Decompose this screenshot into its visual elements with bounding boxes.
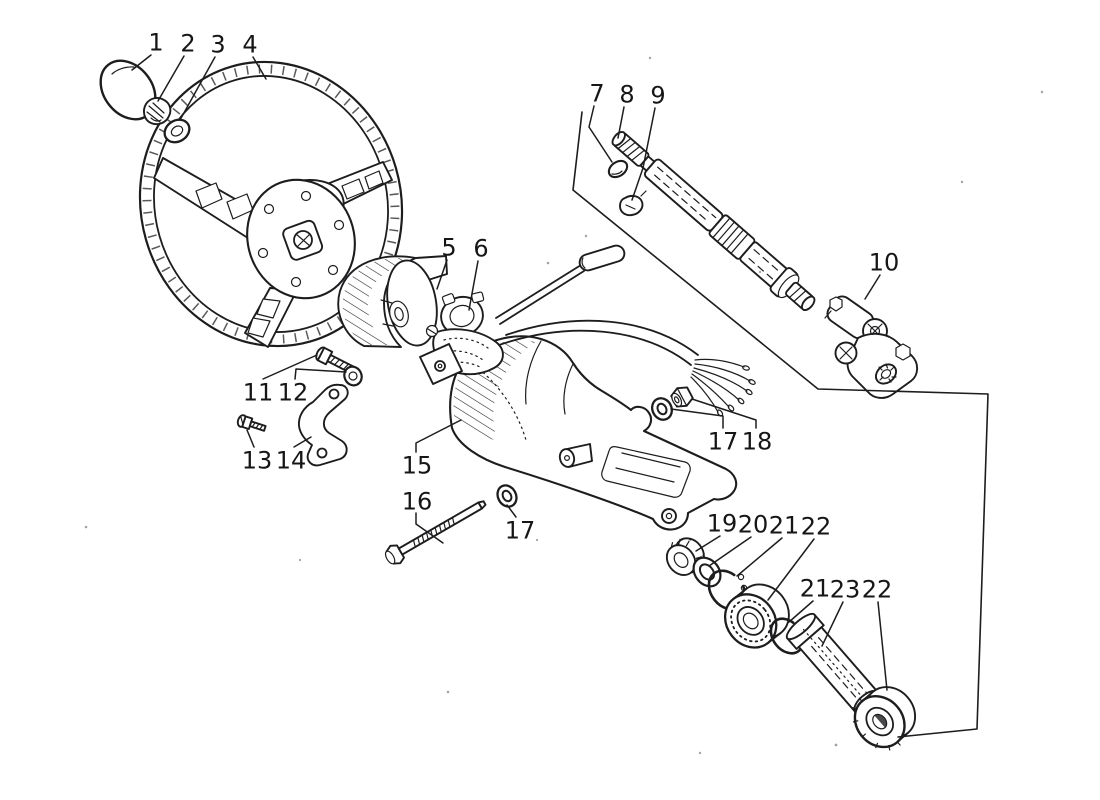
part-20-washer bbox=[692, 556, 722, 588]
part-12-washer bbox=[343, 365, 363, 387]
leader-line-2 bbox=[157, 55, 185, 102]
callout-6: 6 bbox=[473, 235, 488, 263]
callout-8: 8 bbox=[619, 81, 634, 109]
leader-line-11 bbox=[262, 354, 318, 380]
callout-15: 15 bbox=[402, 452, 433, 480]
leader-line-4 bbox=[252, 56, 267, 80]
leader-line-19 bbox=[695, 535, 721, 552]
callout-16: 16 bbox=[402, 488, 433, 516]
part-10-universal-joint bbox=[824, 295, 919, 399]
leader-line-1 bbox=[131, 54, 152, 71]
callout-21: 21 bbox=[769, 512, 800, 540]
part-11-screw bbox=[315, 346, 355, 374]
leader-line-22 bbox=[767, 538, 815, 601]
leader-line-14 bbox=[293, 436, 312, 448]
part-17-washer-a bbox=[496, 484, 518, 508]
part-8-upper-shaft bbox=[611, 130, 816, 311]
leader-line-9 bbox=[631, 107, 656, 201]
callout-23: 23 bbox=[830, 576, 861, 604]
leader-line-5 bbox=[436, 259, 448, 290]
leader-line-16 bbox=[415, 512, 444, 544]
callout-14: 14 bbox=[276, 447, 307, 475]
part-18-nut bbox=[670, 386, 694, 408]
leader-line-23 bbox=[821, 601, 844, 647]
leader-line-17 bbox=[670, 408, 724, 429]
leader-line-20 bbox=[708, 536, 752, 567]
leader-line-21 bbox=[788, 600, 814, 623]
part-4-steering-wheel bbox=[138, 60, 404, 348]
callout-10: 10 bbox=[869, 249, 900, 277]
leader-line-13 bbox=[246, 429, 255, 448]
bracket-line bbox=[572, 111, 989, 738]
part-7-contact-piece bbox=[607, 159, 629, 179]
part-22-bearing-b bbox=[852, 686, 917, 751]
leader-line-18 bbox=[691, 398, 757, 429]
leader-line-3 bbox=[179, 56, 216, 121]
part-3-washer bbox=[163, 118, 191, 144]
callout-13: 13 bbox=[242, 447, 273, 475]
callout-1: 1 bbox=[148, 29, 163, 57]
part-22-bearing-a bbox=[723, 583, 790, 649]
leader-line-15 bbox=[415, 419, 462, 453]
leader-line-6 bbox=[468, 260, 479, 311]
leader-line-22 bbox=[877, 601, 888, 691]
callout-19: 19 bbox=[707, 510, 738, 538]
callout-2: 2 bbox=[180, 30, 195, 58]
callout-22: 22 bbox=[801, 513, 832, 541]
part-16-bolt bbox=[384, 500, 487, 565]
callout-20: 20 bbox=[738, 511, 769, 539]
part-13-screw bbox=[236, 414, 267, 432]
part-17-washer-b bbox=[650, 397, 674, 421]
leader-line-17 bbox=[506, 504, 517, 518]
wire-harness bbox=[498, 319, 756, 417]
part-2-contact bbox=[143, 96, 172, 126]
part-5-shroud bbox=[337, 255, 448, 348]
leader-line-7 bbox=[588, 105, 613, 163]
callout-3: 3 bbox=[210, 31, 225, 59]
leader-line-10 bbox=[864, 274, 881, 300]
callout-7: 7 bbox=[589, 80, 604, 108]
callout-18: 18 bbox=[742, 428, 773, 456]
leader-line-12 bbox=[294, 368, 347, 380]
callout-11: 11 bbox=[243, 379, 274, 407]
leader-line-8 bbox=[617, 106, 625, 139]
callout-12: 12 bbox=[278, 379, 309, 407]
part-6-switch-assembly bbox=[419, 244, 626, 385]
callout-17: 17 bbox=[505, 517, 536, 545]
part-14-clamp-bracket bbox=[297, 383, 349, 467]
part-9-clip bbox=[619, 190, 647, 217]
callout-5: 5 bbox=[441, 234, 456, 262]
callout-9: 9 bbox=[650, 82, 665, 110]
callout-22: 22 bbox=[862, 576, 893, 604]
callout-21: 21 bbox=[800, 575, 831, 603]
callout-4: 4 bbox=[242, 31, 257, 59]
callout-17: 17 bbox=[708, 428, 739, 456]
paper-speckles bbox=[84, 56, 1044, 755]
leader-line-21 bbox=[736, 537, 783, 577]
